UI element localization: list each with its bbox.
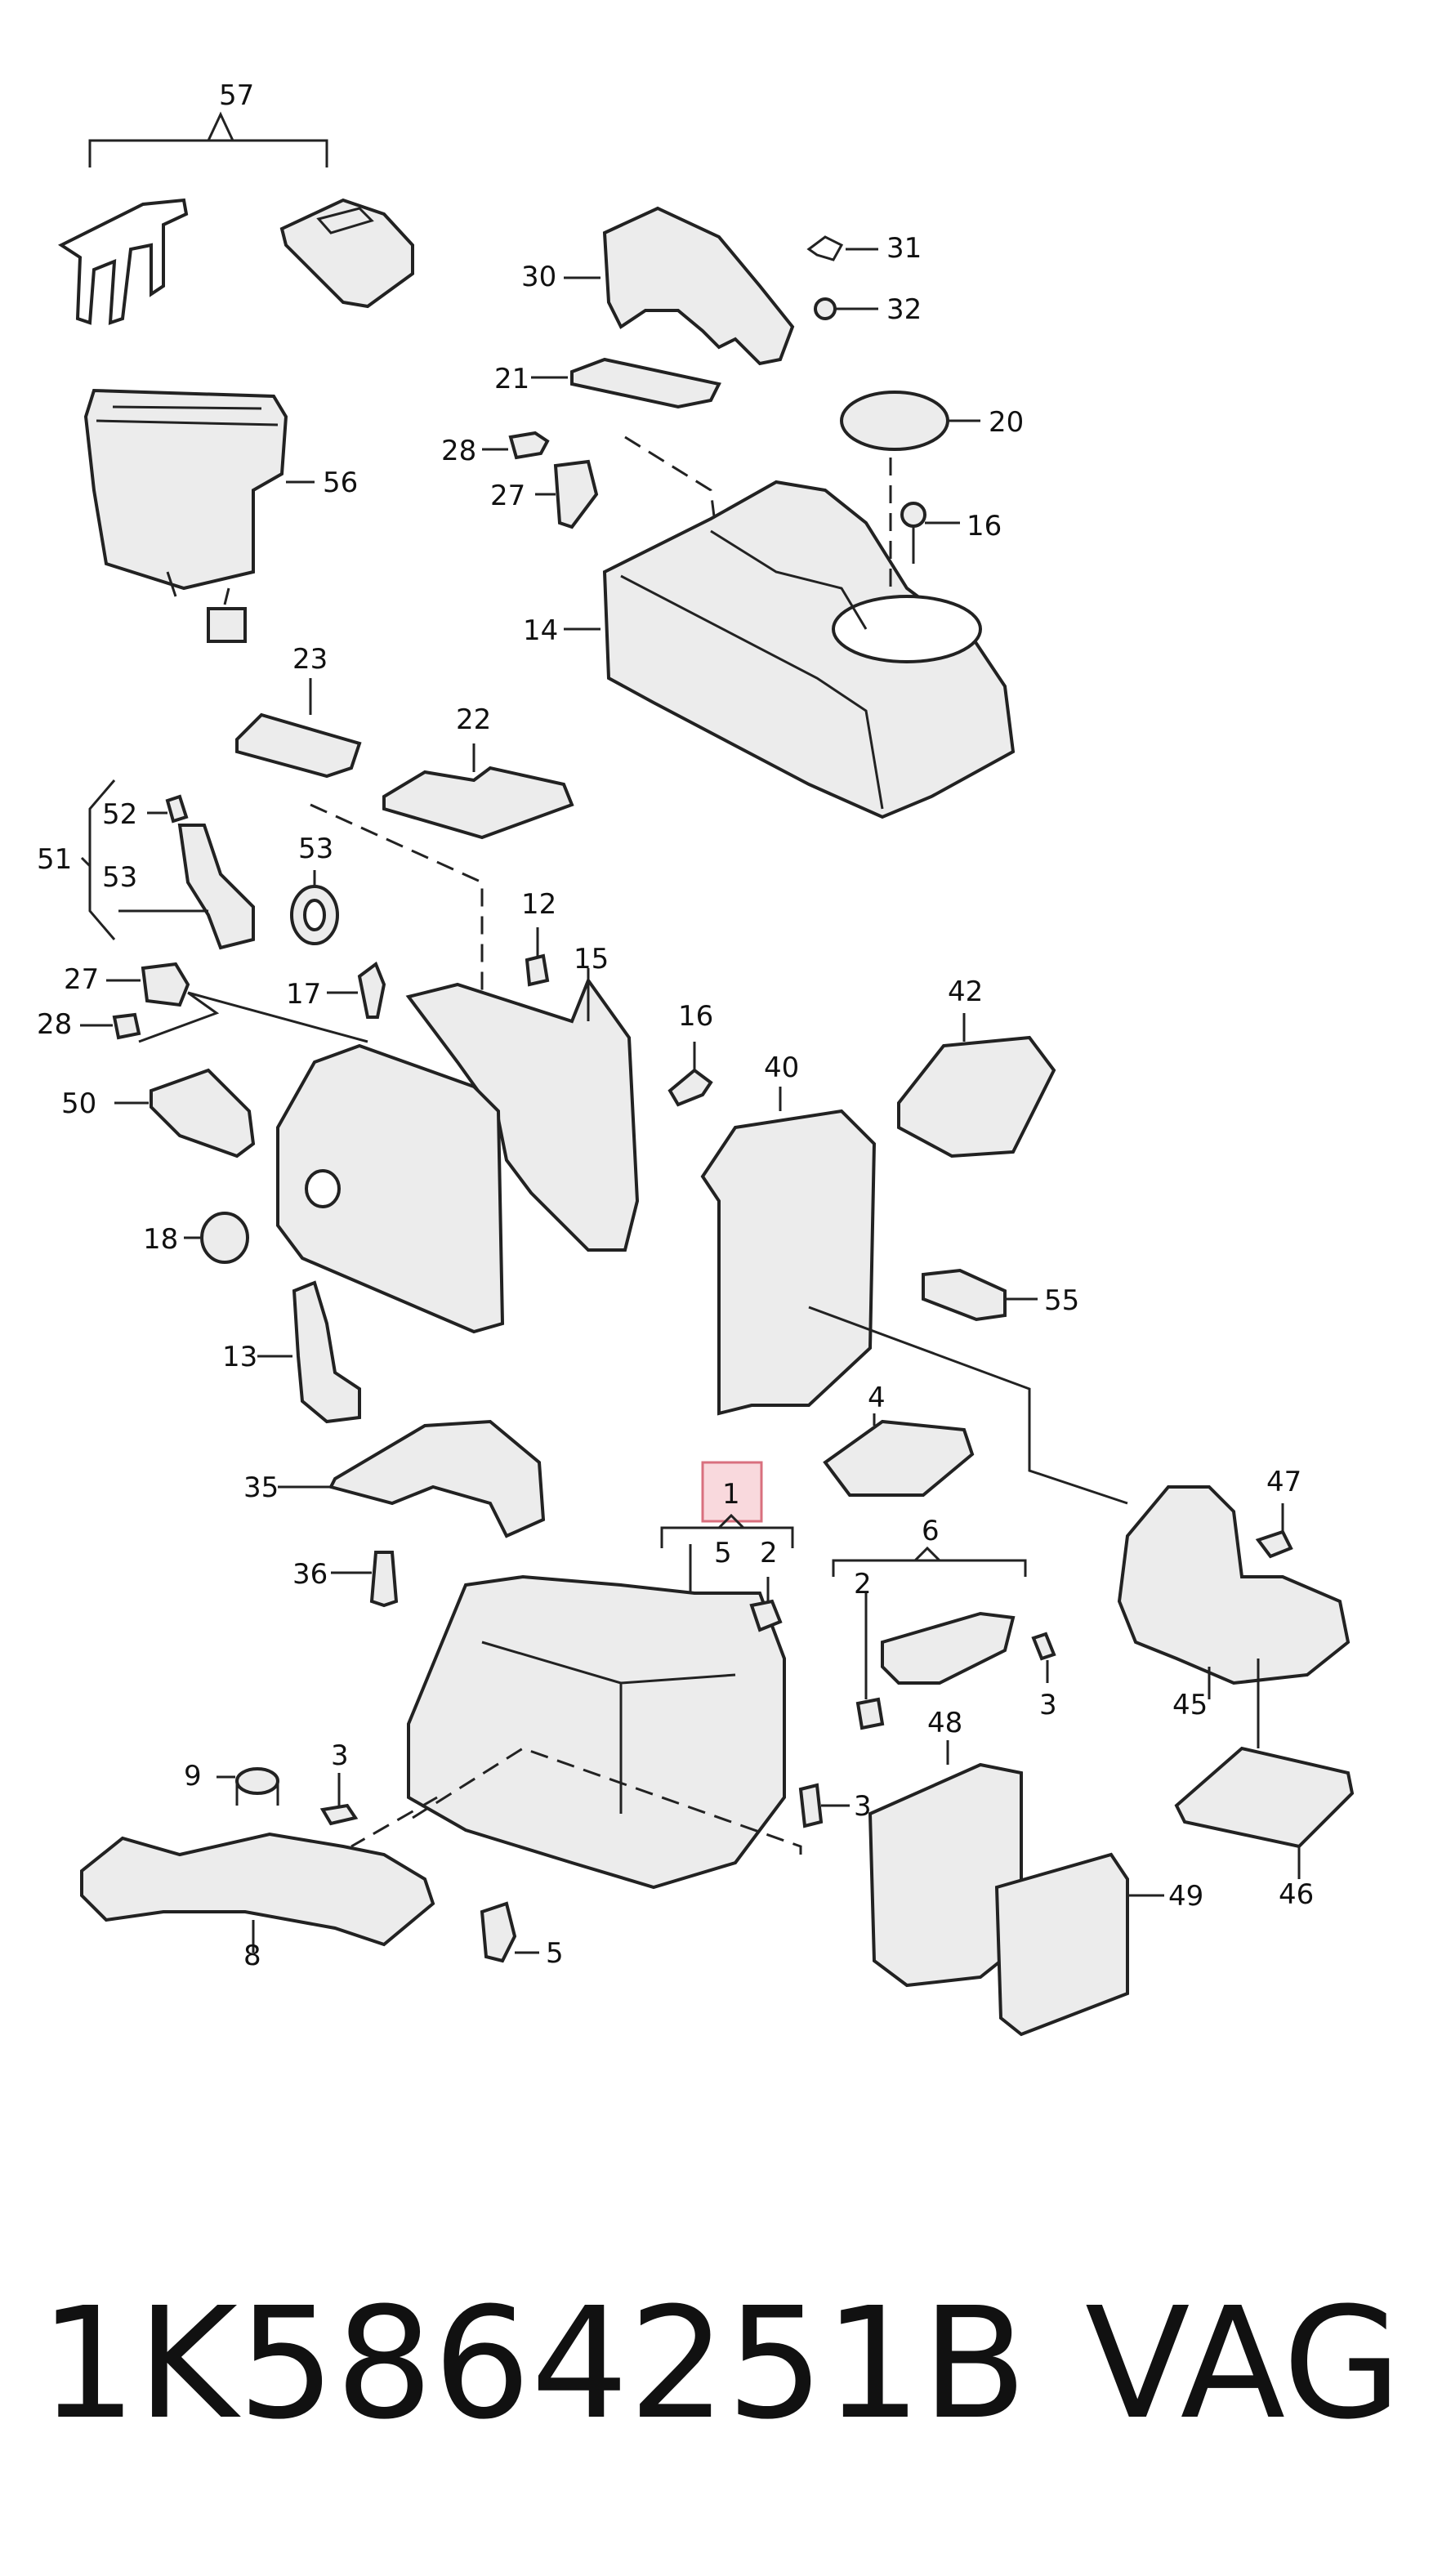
part-49-control-unit: [994, 1852, 1164, 2037]
brand: VAG: [1085, 2275, 1402, 2453]
label-20: 20: [989, 406, 1024, 439]
label-50: 50: [61, 1087, 96, 1120]
label-16-mid: 16: [678, 1000, 713, 1033]
label-32: 32: [886, 293, 922, 326]
label-27-upper: 27: [490, 480, 525, 512]
part-55-usb: [922, 1268, 1038, 1322]
part-32-screw: [814, 297, 878, 320]
label-15: 15: [574, 943, 609, 975]
label-3-left: 3: [331, 1739, 349, 1772]
part-45-armrest: [1117, 1485, 1351, 1699]
part-27-switch-lower: [106, 962, 190, 1007]
part-16-screw-mid: [667, 1042, 713, 1107]
part-21-mat: [531, 357, 721, 409]
label-28-upper: 28: [441, 435, 476, 467]
part-30-cover: [564, 206, 795, 366]
part-22-mat: [382, 743, 574, 840]
part-52-clip: [147, 794, 189, 824]
label-48: 48: [927, 1707, 962, 1739]
label-56: 56: [323, 467, 358, 499]
label-40: 40: [764, 1051, 799, 1084]
label-52: 52: [102, 798, 137, 831]
part-1-console-base: [407, 1544, 786, 1890]
part-14-console-upper: [564, 480, 1016, 819]
label-5-top: 5: [714, 1537, 732, 1569]
part-5-clip-bottom: [480, 1901, 539, 1963]
label-27-lower: 27: [64, 963, 99, 996]
part-46-lid: [1174, 1659, 1355, 1879]
label-4: 4: [868, 1382, 886, 1414]
label-42: 42: [948, 975, 983, 1008]
part-28-cap-lower: [80, 1012, 141, 1040]
label-36: 36: [292, 1558, 328, 1591]
label-8: 8: [243, 1940, 261, 1972]
label-57: 57: [219, 79, 254, 112]
label-23: 23: [292, 643, 328, 676]
label-47: 47: [1266, 1466, 1301, 1498]
part-8-bracket: [80, 1832, 435, 1953]
part-51-group: [80, 779, 339, 950]
part-40-rear-panel: [700, 1087, 1128, 1505]
label-22: 22: [456, 703, 491, 736]
part-15-front-panel: [276, 1043, 505, 1334]
label-45: 45: [1172, 1689, 1208, 1721]
callout-labels: 57 30 31 32 21 20 56 28 27 16 14 23 22 5…: [37, 79, 1314, 1972]
part-35-bracket: [278, 1419, 546, 1538]
label-9: 9: [184, 1760, 202, 1792]
part-27-switch-upper: [535, 459, 599, 529]
label-3-right: 3: [1039, 1689, 1057, 1721]
label-13: 13: [222, 1341, 257, 1373]
part-20-round-mat: [840, 391, 980, 451]
label-53-right: 53: [298, 833, 333, 865]
part-6-group: [832, 1546, 1056, 1730]
part-13-bracket: [257, 1280, 361, 1424]
part-31-clip: [806, 235, 878, 261]
part-28-cap-upper: [482, 431, 550, 460]
label-17: 17: [286, 978, 321, 1011]
part-3-screw-left: [319, 1773, 359, 1826]
label-35: 35: [243, 1471, 279, 1504]
label-6: 6: [922, 1515, 940, 1547]
part-17-pin: [327, 961, 386, 1019]
part-16-screw-upper: [900, 502, 960, 564]
part-2-clip-center: [749, 1577, 783, 1632]
part-number: 1K5864251B: [39, 2275, 1027, 2453]
part-42-vent: [897, 1013, 1056, 1159]
label-14: 14: [523, 614, 558, 647]
label-2-center: 2: [760, 1537, 778, 1569]
label-3-center: 3: [854, 1790, 872, 1823]
part-50-lighter: [114, 1068, 256, 1159]
label-18: 18: [143, 1223, 178, 1256]
part-47-screw: [1255, 1503, 1293, 1559]
label-55: 55: [1044, 1284, 1079, 1317]
part-36-screw: [331, 1551, 399, 1608]
label-31: 31: [886, 232, 922, 265]
label-21: 21: [494, 363, 529, 395]
label-53-left: 53: [102, 861, 137, 894]
part-56-box: [83, 388, 315, 643]
part-3-screw-center: [798, 1783, 850, 1828]
part-9-bushing: [217, 1767, 279, 1806]
label-12: 12: [521, 888, 556, 921]
label-51: 51: [37, 843, 72, 876]
label-28-lower: 28: [37, 1008, 72, 1041]
label-30: 30: [521, 261, 556, 293]
label-1: 1: [722, 1478, 740, 1511]
part-4-mat: [823, 1413, 975, 1497]
part-12-clip: [525, 927, 550, 987]
part-18-cap: [184, 1212, 249, 1264]
label-2-right: 2: [854, 1568, 872, 1601]
label-46: 46: [1279, 1878, 1314, 1911]
label-16-upper: 16: [967, 510, 1002, 542]
part-23-mat: [235, 678, 362, 779]
part-57-group: [57, 111, 414, 325]
label-49: 49: [1168, 1880, 1203, 1913]
part-1-highlight: [660, 1461, 794, 1548]
label-5-bottom: 5: [546, 1937, 564, 1970]
